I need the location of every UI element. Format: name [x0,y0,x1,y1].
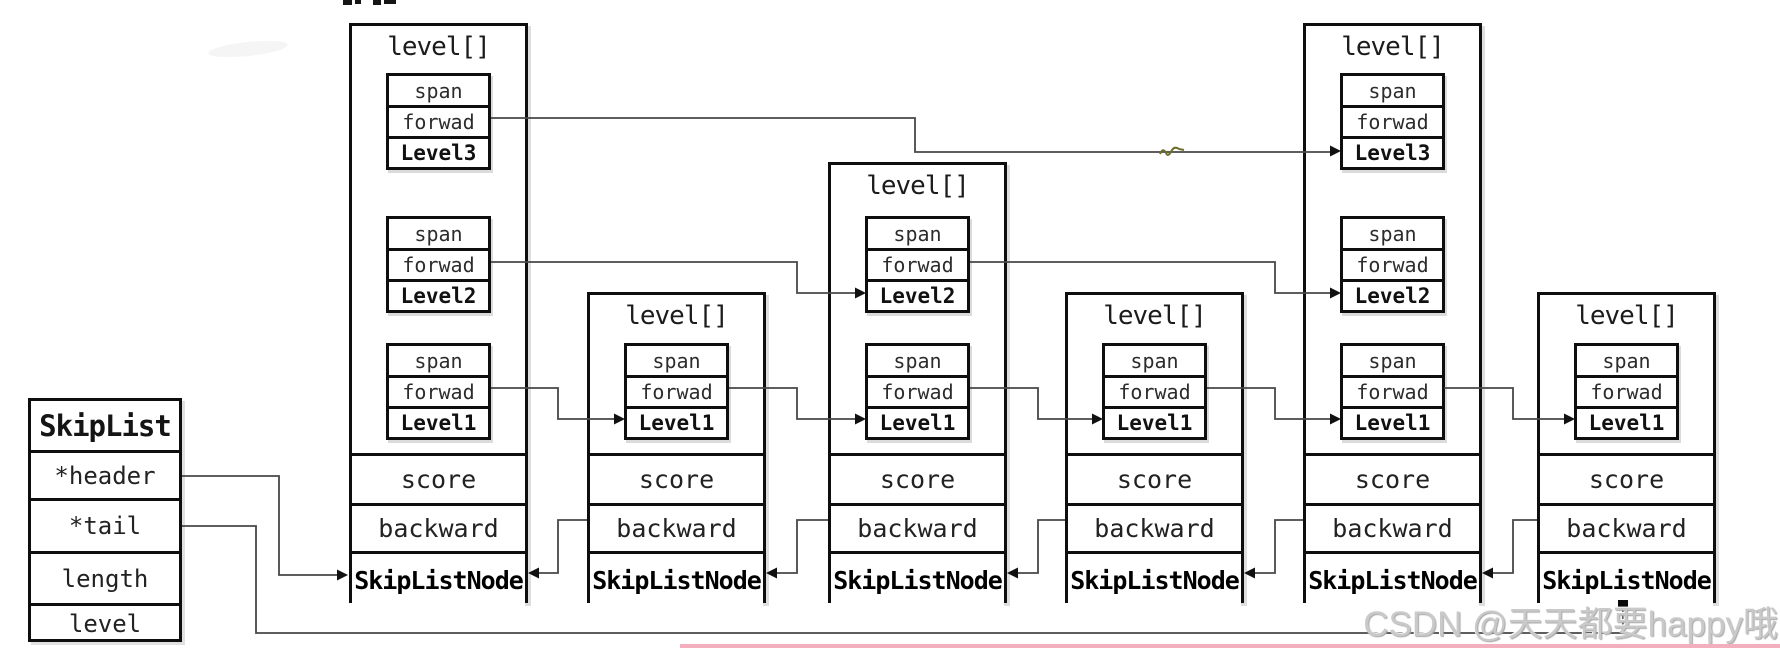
arrowhead-icon [528,567,539,579]
arrowhead-icon [766,567,777,579]
level-name-cell: Level1 [389,406,488,437]
score-row: score [1306,453,1479,503]
span-cell: span [414,221,463,246]
score-row: score [1068,453,1241,503]
arrowhead-icon [337,569,348,581]
node-title: level[] [625,301,729,331]
skiplist-field-header: *header [31,450,179,498]
span-cell: span [1368,221,1417,246]
skiplist-field-length: length [31,551,179,603]
span-cell: span [893,348,942,373]
pointer-line-13 [1254,519,1303,574]
span-cell: span [1602,348,1651,373]
level-name-cell: Level1 [1343,406,1442,437]
pen-cursor-icon [1159,146,1185,156]
level-name-cell: Level1 [868,406,967,437]
level-name-cell: Level3 [1343,136,1442,167]
score-row: score [590,453,763,503]
forward-cell: forwad [1105,375,1204,406]
span-cell: span [1130,348,1179,373]
faint-smudge-artifact [207,37,289,61]
backward-row: backward [352,503,525,551]
level-name-cell: Level1 [627,406,726,437]
level-name-cell: Level1 [1577,406,1676,437]
span-cell: span [893,221,942,246]
forward-cell: forwad [1577,375,1676,406]
skiplist-field-tail: *tail [31,498,179,551]
forward-cell: forwad [868,248,967,279]
backward-row: backward [1306,503,1479,551]
forward-cell: forwad [389,105,488,136]
forward-cell: forwad [389,248,488,279]
forward-cell: forwad [1343,375,1442,406]
level-name-cell: Level1 [1105,406,1204,437]
pointer-line-3 [491,261,857,294]
video-progress-bar [680,644,1780,648]
forward-cell: forwad [1343,105,1442,136]
forward-cell: forwad [627,375,726,406]
backward-row: backward [590,503,763,551]
arrowhead-icon [1007,567,1018,579]
arrowhead-icon [1244,567,1255,579]
pointer-line-11 [776,519,828,574]
pointer-line-6 [970,261,1332,294]
span-cell: span [414,78,463,103]
skiplistnode-row: SkipListNode [1540,551,1713,606]
skiplist-struct: SkipList *header *tail length level [28,398,182,642]
forward-cell: forwad [1343,248,1442,279]
span-cell: span [1368,348,1417,373]
arrowhead-icon [1482,567,1493,579]
backward-row: backward [1540,503,1713,551]
level-name-cell: Level2 [868,279,967,310]
skiplistnode-row: SkipListNode [831,551,1004,606]
node-title: level[] [1341,32,1445,62]
skiplistnode-row: SkipListNode [1306,551,1479,606]
pointer-line-10 [538,519,587,574]
forward-cell: forwad [389,375,488,406]
span-cell: span [1368,78,1417,103]
pointer-line-14 [1492,519,1537,574]
span-cell: span [414,348,463,373]
level-name-cell: Level2 [1343,279,1442,310]
node-title: level[] [866,171,970,201]
skiplistnode-row: SkipListNode [352,551,525,606]
span-cell: span [652,348,701,373]
skiplistnode-row: SkipListNode [1068,551,1241,606]
node-title: level[] [387,32,491,62]
level-name-cell: Level3 [389,136,488,167]
pointer-line-2 [491,117,1332,153]
clipped-text-fragment [343,0,396,5]
forward-cell: forwad [868,375,967,406]
level-name-cell: Level2 [389,279,488,310]
skiplist-title: SkipList [39,408,172,443]
score-row: score [352,453,525,503]
pointer-line-0 [182,475,339,576]
node-title: level[] [1103,301,1207,331]
skiplist-field-level: level [31,603,179,642]
pointer-line-12 [1017,519,1065,574]
backward-row: backward [831,503,1004,551]
node-title: level[] [1575,301,1679,331]
score-row: score [1540,453,1713,503]
score-row: score [831,453,1004,503]
skiplistnode-row: SkipListNode [590,551,763,606]
backward-row: backward [1068,503,1241,551]
